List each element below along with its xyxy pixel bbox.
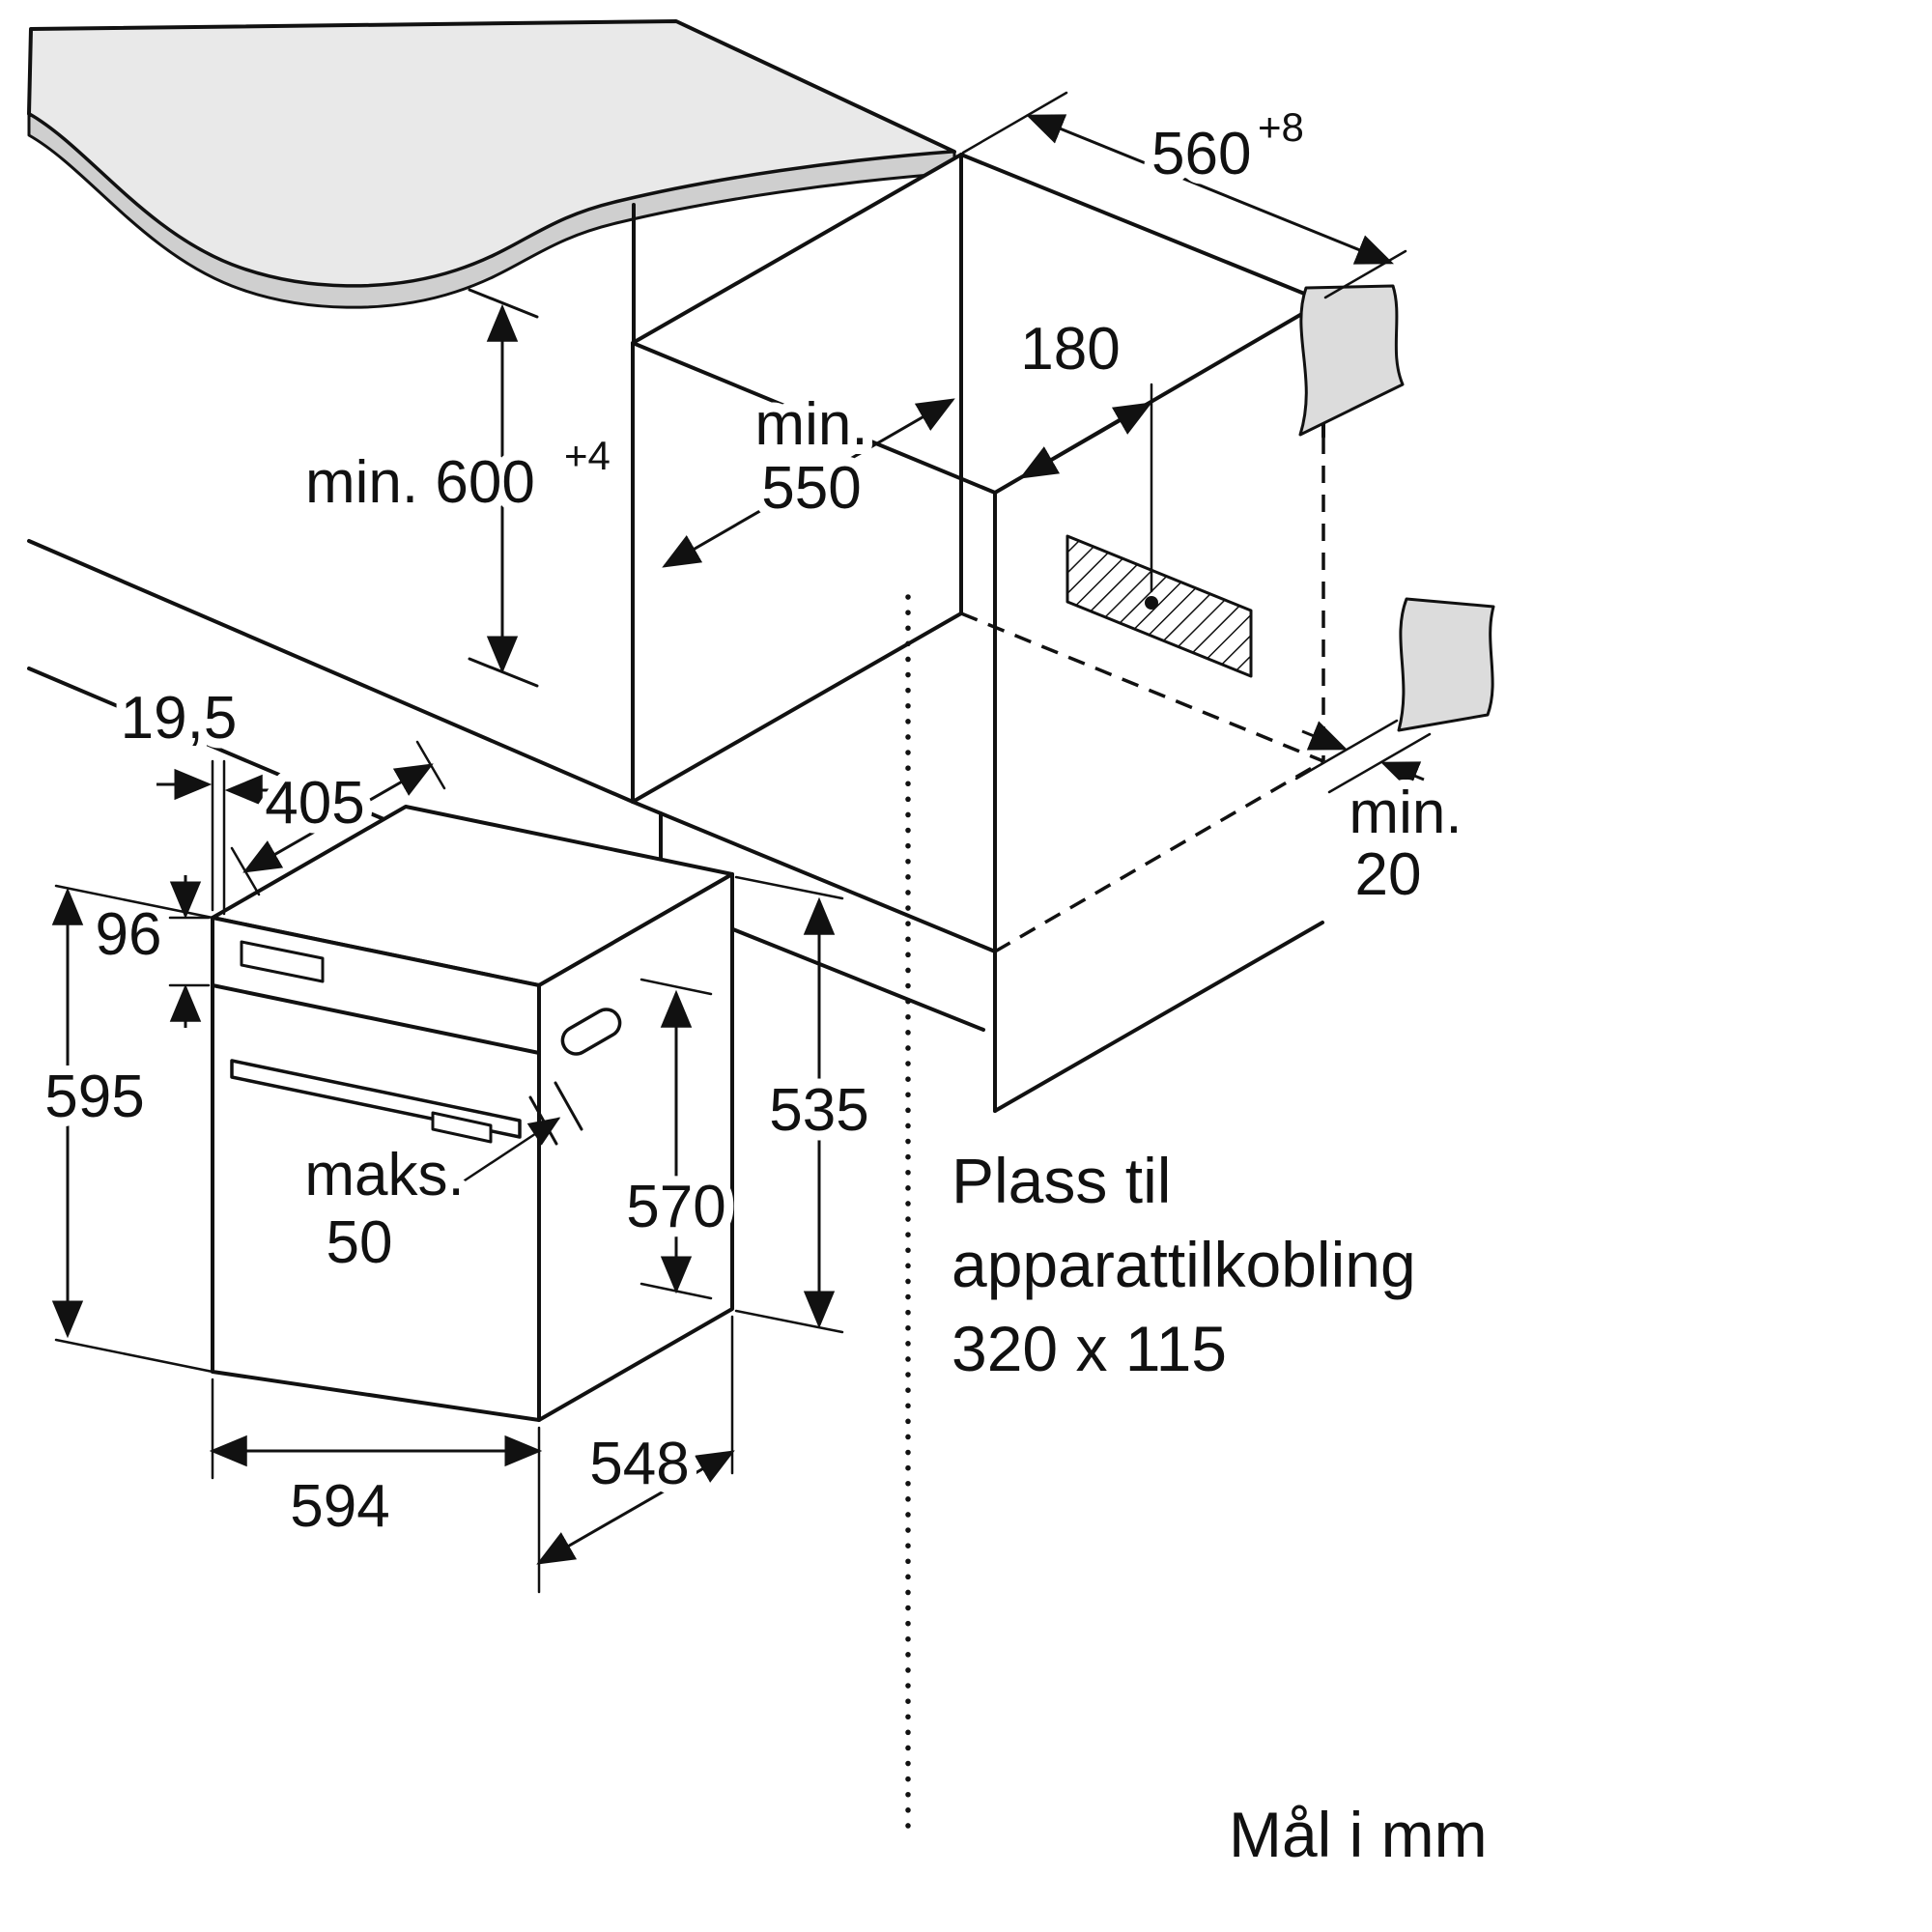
dim-niche-height-tolerance: +4 [564,433,611,478]
connection-note-line3: 320 x 115 [952,1313,1227,1384]
niche-hidden-edges [960,437,1325,953]
dim-niche-depth: min. 550 [662,382,955,568]
dim-front-height: 595 [35,884,214,1374]
dim-rear-gap: min. 20 [1294,719,1472,918]
units-note: Mål i mm [1229,1799,1488,1870]
dim-casing-height-front-value: 570 [626,1174,725,1240]
dim-handle-max-label: maks. [304,1142,464,1208]
oven-handle-bracket [431,1111,493,1144]
connection-area-hatch [1065,383,1253,678]
dim-connection-offset: 180 [1010,306,1152,479]
dim-handle-max-value: 50 [327,1209,393,1276]
dim-casing-depth-value: 548 [589,1431,689,1497]
torn-edge-top-right [1298,284,1405,437]
oven-grip-cutout [560,1008,622,1056]
dim-top-depth-value: 405 [265,770,364,837]
dim-door-protrusion: 19,5 [111,675,278,916]
dim-handle-max: maks. 50 [295,1081,583,1286]
oven [211,805,734,1422]
dim-casing-depth: 548 [536,1315,735,1565]
dim-casing-height-rear: 535 [734,875,879,1334]
dim-niche-height: min. 600 +4 [296,288,620,688]
dim-door-protrusion-value: 19,5 [121,685,238,752]
dim-niche-width-value: 560 [1151,121,1251,187]
dim-rear-gap-value: 20 [1355,841,1422,908]
connection-point-dot [1145,596,1158,610]
dim-front-width: 594 [209,1378,543,1594]
dim-rear-gap-prefix: min. [1349,780,1462,846]
dim-panel-height-value: 96 [96,901,162,968]
dim-top-depth: 405 [230,740,446,896]
dim-niche-width-tolerance: +8 [1258,104,1304,150]
dim-niche-width: 560 +8 [961,91,1407,299]
niche-floor [633,613,1323,952]
oven-front-face [211,916,541,1422]
connection-note-line2: apparattilkobling [952,1229,1416,1300]
dim-casing-height-rear-value: 535 [769,1077,868,1144]
niche-floor-front-edge [631,800,997,953]
dim-front-height-value: 595 [44,1064,144,1130]
connection-note: Plass til apparattilkobling 320 x 115 [952,1145,1416,1384]
dim-niche-depth-value: 550 [761,455,861,522]
dim-front-width-value: 594 [290,1473,389,1540]
torn-edge-rear-wall [1397,597,1495,732]
connection-note-line1: Plass til [952,1145,1171,1216]
oven-display [240,940,325,983]
dim-niche-depth-prefix: min. [754,391,867,458]
dim-connection-offset-value: 180 [1020,316,1120,383]
oven-control-panel-line [211,983,541,1055]
dim-casing-height-front: 570 [616,978,736,1300]
niche [631,153,1495,1113]
dim-niche-height-label: min. 600 [305,449,535,516]
